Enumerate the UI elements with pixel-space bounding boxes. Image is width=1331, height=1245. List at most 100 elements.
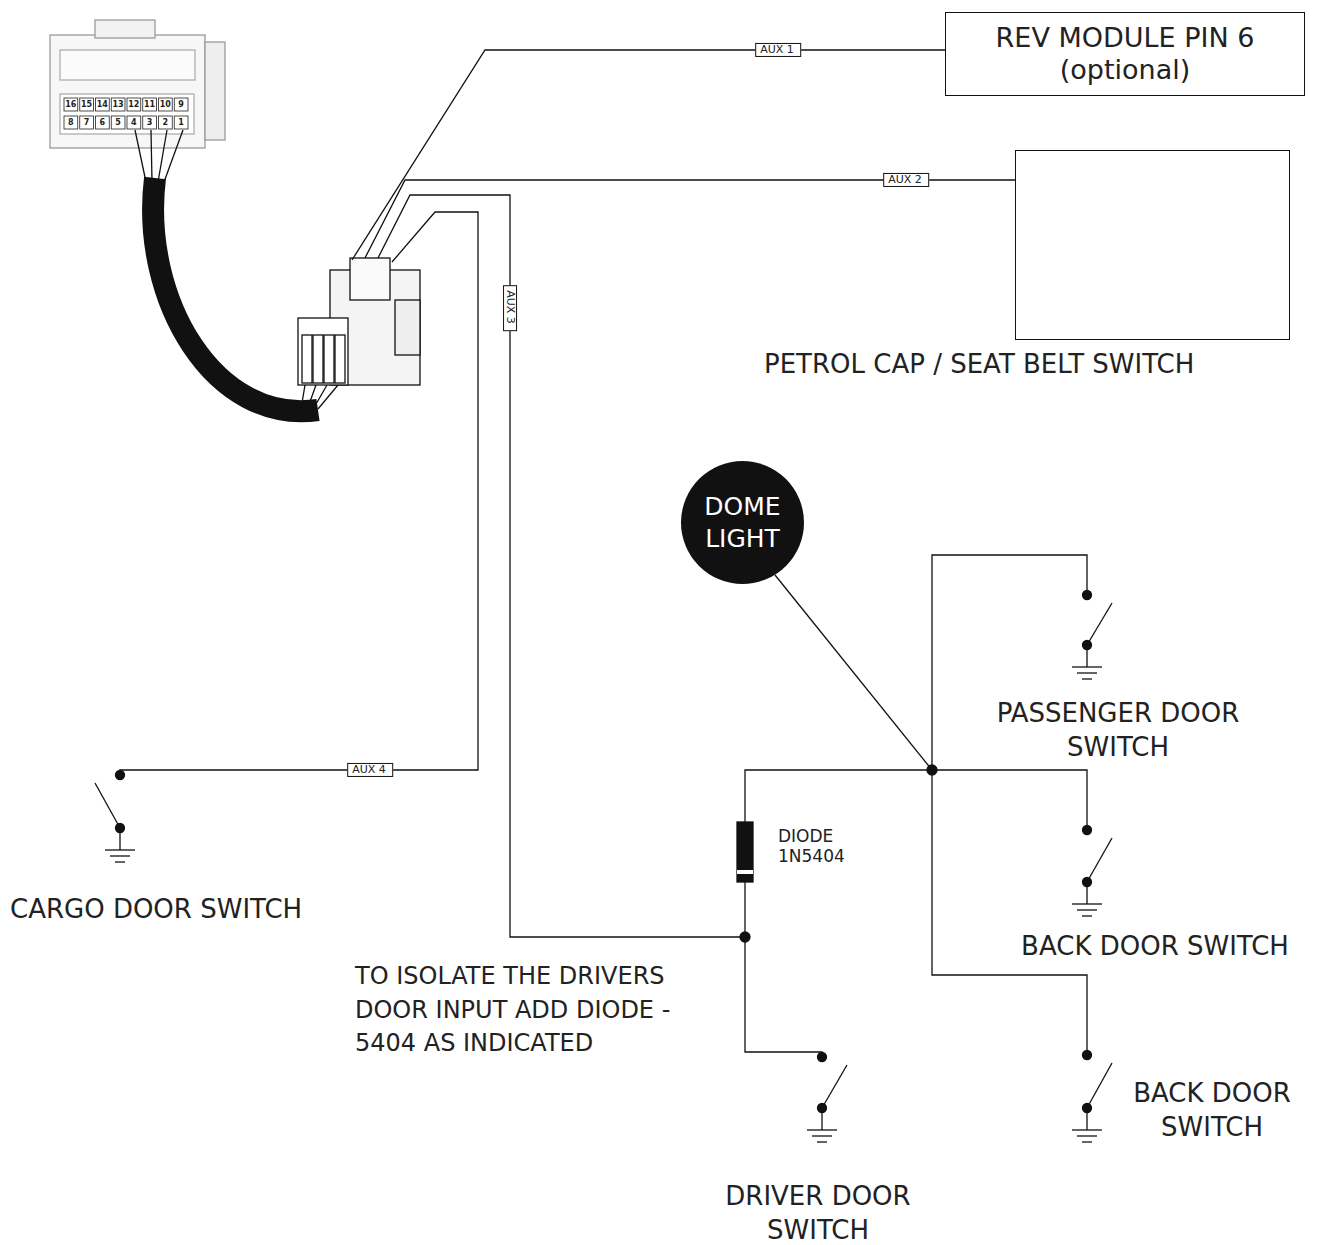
small-connector-pin bbox=[302, 335, 312, 383]
circle-outline bbox=[680, 460, 805, 585]
pin-cell bbox=[159, 116, 173, 129]
ground-symbol bbox=[1077, 909, 1097, 910]
pin-number: 5 bbox=[115, 119, 121, 127]
pin-cell bbox=[80, 116, 94, 129]
ground-lead bbox=[1086, 645, 1087, 667]
pin-wire bbox=[151, 130, 152, 182]
wire-tag: AUX 3 bbox=[503, 285, 517, 331]
pin-cell bbox=[111, 116, 125, 129]
pin-number: 10 bbox=[160, 101, 171, 109]
module-box: REV MODULE PIN 6 (optional) bbox=[945, 12, 1305, 96]
box-label: REV MODULE PIN 6 (optional) bbox=[946, 18, 1304, 91]
small-connector-side bbox=[395, 300, 420, 355]
part-label: DIODE 1N5404 bbox=[778, 826, 868, 867]
ground-symbol bbox=[1077, 1135, 1097, 1136]
pin-cell bbox=[174, 98, 188, 111]
ground-lead bbox=[1086, 882, 1087, 904]
switch-contact bbox=[116, 771, 125, 780]
pin-number: 14 bbox=[97, 101, 108, 109]
note-text: TO ISOLATE THE DRIVERS DOOR INPUT ADD DI… bbox=[355, 960, 735, 1061]
pin-number: 12 bbox=[128, 101, 139, 109]
ground-lead bbox=[119, 828, 120, 850]
pin-cell bbox=[96, 98, 110, 111]
cable bbox=[153, 178, 318, 411]
small-connector-pin bbox=[324, 335, 334, 383]
junction-dot bbox=[740, 932, 750, 942]
switch-symbol bbox=[807, 1053, 847, 1143]
pin-number: 16 bbox=[65, 101, 76, 109]
ground-symbol bbox=[1082, 915, 1092, 916]
wire-tag: AUX 4 bbox=[347, 763, 393, 777]
diode-symbol bbox=[737, 822, 753, 882]
pin-number: 15 bbox=[81, 101, 92, 109]
door-wire bbox=[932, 555, 1087, 770]
ground-symbol bbox=[1077, 672, 1097, 673]
ground-symbol bbox=[110, 855, 130, 856]
connector-side bbox=[205, 42, 225, 140]
pin-cell bbox=[80, 98, 94, 111]
light-label: DOME LIGHT bbox=[695, 491, 790, 554]
pin-cell bbox=[64, 98, 78, 111]
connector-ridge bbox=[60, 50, 195, 80]
pin-wire bbox=[135, 130, 146, 182]
switch-box: PETROL CAP / SEAT BELT SWITCH bbox=[1015, 150, 1290, 340]
switch-lever bbox=[822, 1065, 847, 1108]
pin-number: 1 bbox=[178, 119, 184, 127]
switch-contact bbox=[1083, 1051, 1092, 1060]
ground-symbol bbox=[817, 1141, 827, 1142]
switch-symbol bbox=[1072, 1051, 1112, 1143]
switch-label: PASSENGER DOOR SWITCH bbox=[953, 697, 1283, 765]
aux4-wire bbox=[120, 212, 478, 775]
wire-tag: AUX 2 bbox=[883, 173, 929, 187]
switch-label: BACK DOOR SWITCH bbox=[1107, 1077, 1317, 1145]
pin-face bbox=[60, 94, 194, 134]
ground-symbol bbox=[1072, 903, 1102, 904]
switch-contact bbox=[1083, 591, 1092, 600]
circle-shape bbox=[681, 461, 804, 584]
pin-cell bbox=[159, 98, 173, 111]
ground-symbol bbox=[807, 1129, 837, 1130]
ground-lead bbox=[1086, 1108, 1087, 1130]
switch-symbol bbox=[95, 771, 135, 863]
pin-cell bbox=[96, 116, 110, 129]
pin-number: 7 bbox=[84, 119, 90, 127]
wire-tag: AUX 1 bbox=[755, 43, 801, 57]
pin-number: 13 bbox=[113, 101, 124, 109]
pin-wire bbox=[164, 130, 183, 182]
ground-symbol bbox=[115, 861, 125, 862]
pin-cell bbox=[174, 116, 188, 129]
cable-wire bbox=[306, 385, 316, 413]
small-connector-pin bbox=[313, 335, 323, 383]
pin-number: 9 bbox=[178, 101, 184, 109]
small-connector-latch bbox=[350, 258, 390, 300]
switch-lever bbox=[1087, 603, 1112, 645]
switch-label: DRIVER DOOR SWITCH bbox=[693, 1180, 943, 1245]
dome-light-circle: DOME LIGHT bbox=[680, 460, 805, 585]
pin-cell bbox=[143, 98, 157, 111]
pin-number: 6 bbox=[100, 119, 106, 127]
switch-lever bbox=[1087, 838, 1112, 882]
aux3-wire bbox=[378, 195, 745, 937]
connector-latch bbox=[95, 20, 155, 38]
ground-symbol bbox=[812, 1135, 832, 1136]
cable-wire bbox=[318, 385, 338, 409]
pin-number: 11 bbox=[144, 101, 155, 109]
cable-wire bbox=[300, 385, 305, 415]
switch-contact bbox=[818, 1053, 827, 1062]
ground-symbol bbox=[105, 849, 135, 850]
switch-label: CARGO DOOR SWITCH bbox=[10, 893, 302, 927]
ground-symbol bbox=[1072, 1129, 1102, 1130]
ground-lead bbox=[821, 1108, 822, 1130]
ground-symbol bbox=[1082, 1141, 1092, 1142]
switch-label: BACK DOOR SWITCH bbox=[985, 930, 1325, 964]
pin-cell bbox=[127, 98, 141, 111]
switch-symbol bbox=[1072, 826, 1112, 917]
pin-cell bbox=[143, 116, 157, 129]
switch-lever bbox=[95, 783, 120, 828]
driver-wire bbox=[745, 882, 822, 1057]
pin-number: 2 bbox=[163, 119, 169, 127]
switch-contact bbox=[1083, 826, 1092, 835]
pin-wire bbox=[158, 130, 167, 182]
small-connector-pin bbox=[335, 335, 345, 383]
